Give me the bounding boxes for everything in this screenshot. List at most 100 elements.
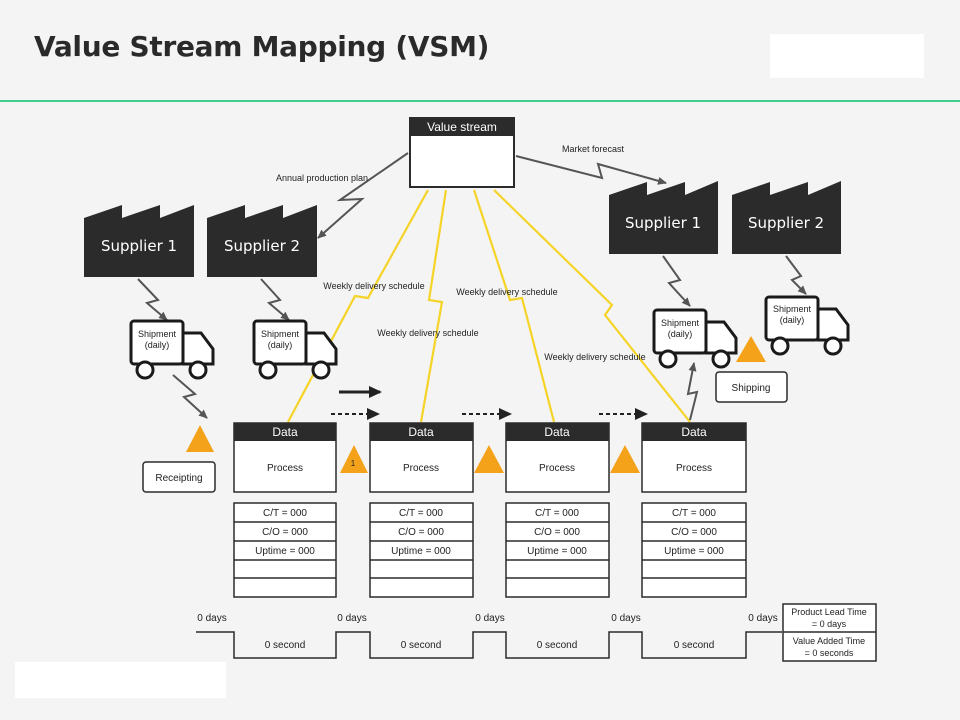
uptime: Uptime = 000	[255, 546, 315, 557]
receipting-box: Receipting	[142, 461, 216, 493]
truck-left-2: Shipment (daily)	[252, 319, 338, 380]
shipment-label: Shipment	[773, 304, 812, 314]
truck-wheel	[658, 349, 678, 369]
process-header: Data	[272, 425, 298, 439]
inventory-triangle-icon	[736, 336, 766, 362]
process-header: Data	[408, 425, 434, 439]
cycle-time: C/T = 000	[672, 508, 716, 519]
value-stream-box: Value stream	[409, 117, 515, 188]
uptime: Uptime = 000	[391, 546, 451, 557]
weekly-schedule-label-3: Weekly delivery schedule	[456, 287, 557, 297]
supplier-factory-right-1: Supplier 1	[609, 181, 718, 254]
zigzag-arrow	[137, 278, 168, 321]
process-box-1: Data Process	[233, 422, 337, 493]
shipment-label: Shipment	[138, 329, 177, 339]
shipment-frequency: (daily)	[268, 340, 293, 350]
shipment-arrows	[137, 255, 807, 421]
logo-placeholder	[770, 34, 924, 78]
shipment-frequency: (daily)	[145, 340, 170, 350]
factory-icon	[207, 205, 317, 277]
timeline-seconds: 0 second	[401, 640, 442, 651]
weekly-schedule-label-4: Weekly delivery schedule	[544, 352, 645, 362]
zigzag-arrow	[686, 362, 699, 421]
zigzag-arrow	[662, 255, 691, 307]
inventory-triangle-icon	[186, 425, 214, 452]
process-name: Process	[539, 463, 575, 474]
truck-cab	[816, 307, 850, 342]
uptime: Uptime = 000	[527, 546, 587, 557]
process-name: Process	[676, 463, 712, 474]
supplier-label: Supplier 2	[748, 214, 824, 232]
weekly-schedule-label-1: Weekly delivery schedule	[323, 281, 424, 291]
supplier-factory-left-1: Supplier 1	[84, 205, 194, 277]
inventory-triangle-icon	[610, 445, 640, 473]
value-added-time-label: Value Added Time	[793, 636, 865, 646]
shipment-frequency: (daily)	[780, 315, 805, 325]
signal-line-2	[419, 189, 448, 423]
truck-wheel	[311, 360, 331, 380]
truck-wheel	[823, 336, 843, 356]
data-box-2: C/T = 000 C/O = 000 Uptime = 000	[369, 502, 474, 598]
truck-right-1: Shipment (daily)	[652, 308, 738, 369]
supplier-label: Supplier 1	[625, 214, 701, 232]
process-box-3: Data Process	[505, 422, 610, 493]
factory-icon	[84, 205, 194, 277]
shipment-label: Shipment	[261, 329, 300, 339]
timeline-days: 0 days	[748, 613, 777, 624]
value-added-time-value: = 0 seconds	[805, 648, 854, 658]
market-forecast-arrow	[515, 155, 667, 185]
value-stream-label: Value stream	[427, 120, 497, 134]
inventory-number: 1	[351, 459, 356, 468]
signal-line-3	[472, 189, 556, 423]
timeline-ladder	[196, 631, 782, 659]
shipping-box: Shipping	[715, 371, 788, 403]
footer-placeholder	[15, 662, 226, 698]
timeline-days: 0 days	[337, 613, 366, 624]
cycle-time: C/T = 000	[263, 508, 307, 519]
timeline-seconds: 0 second	[265, 640, 306, 651]
supplier-label: Supplier 1	[101, 237, 177, 255]
zigzag-arrow	[260, 278, 290, 321]
shipment-frequency: (daily)	[668, 329, 693, 339]
inventory-triangle-icon	[474, 445, 504, 473]
page-title: Value Stream Mapping (VSM)	[34, 30, 490, 63]
annual-plan-label: Annual production plan	[276, 173, 368, 183]
data-box-3: C/T = 000 C/O = 000 Uptime = 000	[505, 502, 610, 598]
cycle-time: C/T = 000	[399, 508, 443, 519]
truck-wheel	[258, 360, 278, 380]
process-header: Data	[544, 425, 570, 439]
process-name: Process	[267, 463, 303, 474]
truck-wheel	[135, 360, 155, 380]
truck-wheel	[770, 336, 790, 356]
push-arrows	[331, 386, 648, 420]
factory-icon	[732, 181, 841, 254]
signal-line-4	[493, 189, 691, 423]
timeline-days: 0 days	[475, 613, 504, 624]
timeline-seconds: 0 second	[537, 640, 578, 651]
process-box-4: Data Process	[641, 422, 747, 493]
timeline-seconds: 0 second	[674, 640, 715, 651]
shipment-label: Shipment	[661, 318, 700, 328]
receipting-label: Receipting	[155, 473, 202, 484]
changeover-time: C/O = 000	[671, 527, 717, 538]
zigzag-arrow	[172, 374, 208, 419]
supplier-factory-left-2: Supplier 2	[207, 205, 317, 277]
truck-left-1: Shipment (daily)	[129, 319, 215, 380]
changeover-time: C/O = 000	[262, 527, 308, 538]
market-forecast-label: Market forecast	[562, 144, 625, 154]
supplier-factory-right-2: Supplier 2	[732, 181, 841, 254]
header-bar: Value Stream Mapping (VSM)	[0, 0, 960, 102]
changeover-time: C/O = 000	[534, 527, 580, 538]
truck-cab	[181, 331, 215, 366]
zigzag-arrow	[785, 255, 807, 295]
timeline-days: 0 days	[197, 613, 226, 624]
lead-time-summary: Product Lead Time = 0 days Value Added T…	[782, 603, 877, 662]
product-lead-time-value: = 0 days	[812, 619, 847, 629]
changeover-time: C/O = 000	[398, 527, 444, 538]
data-box-1: C/T = 000 C/O = 000 Uptime = 000	[233, 502, 337, 598]
annual-plan-arrow	[317, 152, 409, 239]
inventory-markers	[186, 336, 766, 473]
truck-cab	[304, 331, 338, 366]
factory-icon	[609, 181, 718, 254]
